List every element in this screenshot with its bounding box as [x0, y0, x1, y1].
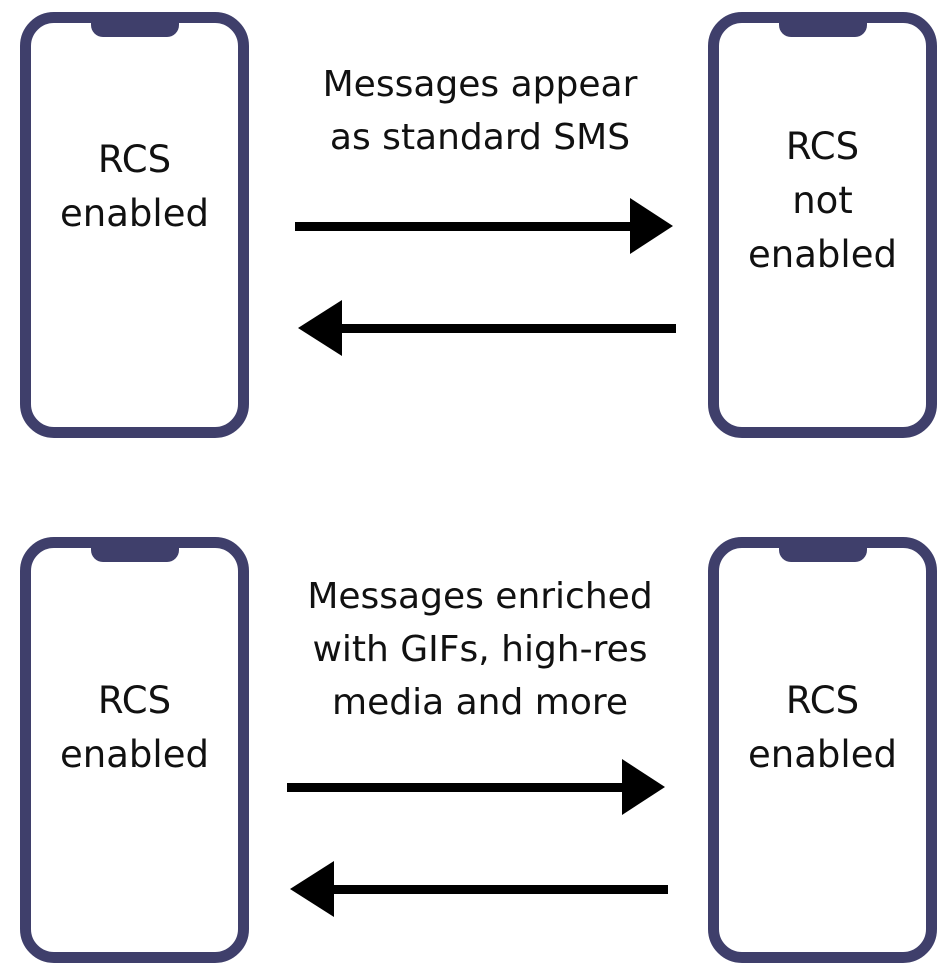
phone-label: RCS enabled — [31, 674, 238, 782]
top-left-phone: RCS enabled — [20, 12, 249, 438]
bottom-left-arrow — [290, 861, 668, 917]
phone-label-line: enabled — [60, 192, 209, 235]
caption-line: as standard SMS — [329, 117, 631, 158]
phone-label-line: RCS — [97, 679, 172, 722]
caption-line: Messages appear — [322, 64, 638, 105]
phone-label-line: RCS — [785, 679, 860, 722]
phone-label-line: not — [792, 179, 853, 222]
phone-notch — [90, 21, 179, 37]
top-right-arrow — [295, 198, 673, 254]
bottom-right-arrow — [287, 759, 665, 815]
caption-line: with GIFs, high-res — [312, 629, 648, 670]
phone-label-line: enabled — [748, 233, 897, 276]
phone-label: RCS not enabled — [719, 120, 926, 282]
phone-label-line: enabled — [60, 733, 209, 776]
phone-label-line: enabled — [748, 733, 897, 776]
caption-line: Messages enriched — [307, 576, 653, 617]
top-right-phone: RCS not enabled — [708, 12, 937, 438]
phone-notch — [90, 546, 179, 562]
phone-label: RCS enabled — [719, 674, 926, 782]
phone-label-line: RCS — [97, 138, 172, 181]
caption-line: media and more — [332, 682, 628, 723]
phone-label-line: RCS — [785, 125, 860, 168]
phone-label: RCS enabled — [31, 133, 238, 241]
bottom-caption: Messages enriched with GIFs, high-res me… — [270, 570, 690, 729]
top-caption: Messages appear as standard SMS — [270, 58, 690, 164]
phone-notch — [778, 21, 867, 37]
phone-notch — [778, 546, 867, 562]
top-left-arrow — [298, 300, 676, 356]
bottom-left-phone: RCS enabled — [20, 537, 249, 963]
bottom-right-phone: RCS enabled — [708, 537, 937, 963]
